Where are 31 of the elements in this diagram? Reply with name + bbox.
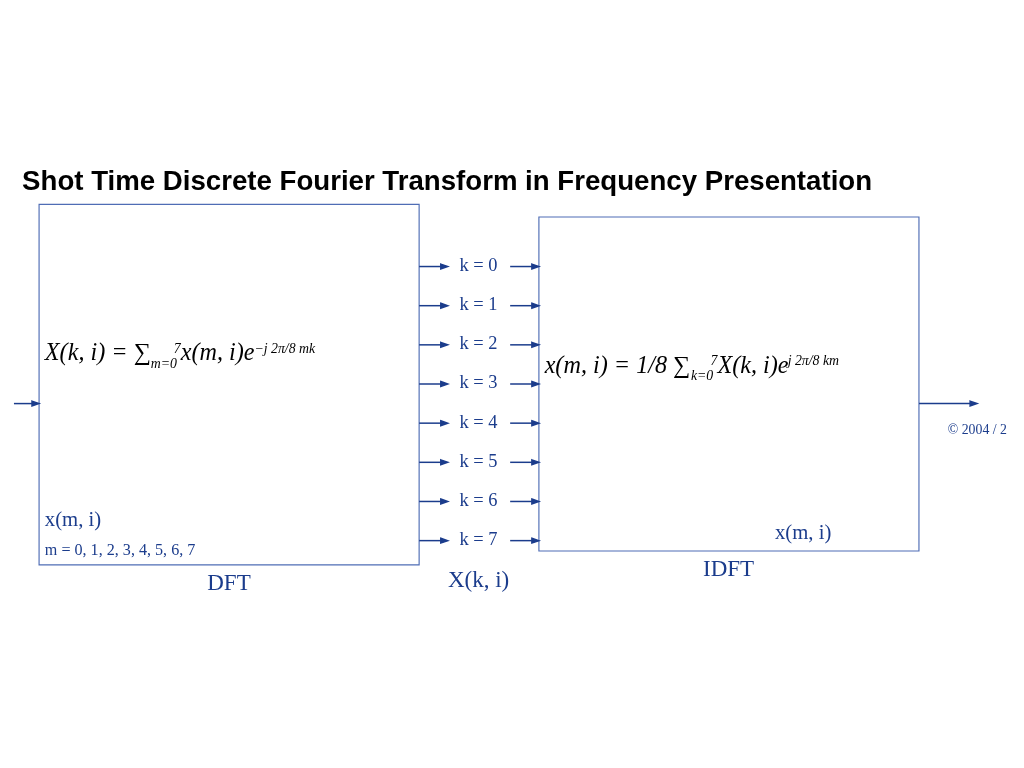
arrow: [418, 380, 450, 388]
arrow: [418, 458, 450, 466]
node-text: k = 5: [459, 450, 498, 471]
node-text: k = 3: [459, 372, 498, 393]
arrow: [418, 302, 450, 310]
label: © 2004 / 2: [947, 421, 1007, 437]
node-text: k = 7: [459, 529, 498, 549]
label: X(k, i): [447, 565, 510, 592]
diagram-title: Shot Time Discrete Fourier Transform in Frequency Presentation: [22, 165, 873, 197]
node-text: k = 6: [459, 489, 498, 510]
arrow: [509, 263, 542, 270]
node-text: k = 1: [459, 294, 498, 315]
arrow: [918, 400, 980, 408]
arrow: [509, 537, 542, 545]
node-text: k = 0: [459, 254, 498, 275]
arrow: [418, 498, 450, 505]
arrow: [509, 302, 542, 310]
node-text: k = 2: [459, 333, 498, 354]
arrow: [509, 458, 542, 466]
arrow: [418, 419, 450, 427]
arrow: [13, 400, 42, 408]
arrow: [509, 380, 542, 388]
arrow: [418, 341, 450, 349]
arrow: [509, 498, 542, 505]
node-label: IDFT: [703, 555, 755, 582]
arrow: [418, 263, 450, 270]
arrow: [418, 537, 450, 545]
arrow: [509, 341, 542, 349]
arrow: [509, 419, 542, 427]
node-text: k = 4: [459, 411, 498, 432]
node-label: DFT: [207, 569, 251, 596]
